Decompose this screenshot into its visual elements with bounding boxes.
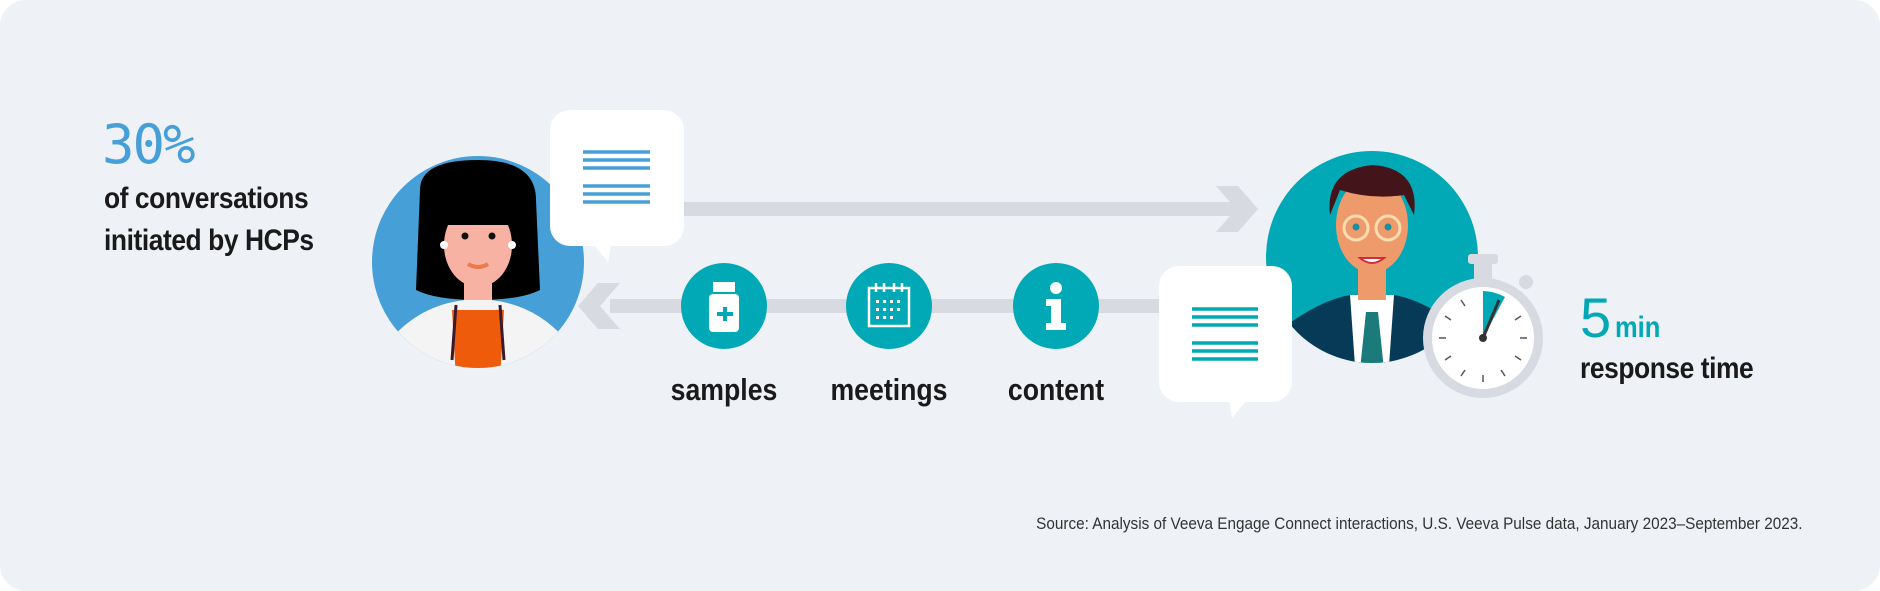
stopwatch-icon xyxy=(1423,254,1543,398)
calendar-icon xyxy=(867,283,911,328)
content-label: content xyxy=(1007,372,1105,407)
meetings-label: meetings xyxy=(830,372,948,407)
info-icon xyxy=(1046,282,1066,330)
response-time-number: 5 xyxy=(1580,286,1612,349)
response-time-label: response time xyxy=(1580,352,1754,385)
arrow-right-icon xyxy=(680,186,1258,232)
meetings-icon-circle xyxy=(846,263,932,349)
hcp-stat-line1: of conversations xyxy=(104,182,309,215)
hcp-initiated-percent: 30% xyxy=(102,113,196,176)
message-bubble-teal xyxy=(1159,266,1292,418)
source-note: Source: Analysis of Veeva Engage Connect… xyxy=(1035,514,1802,533)
hcp-stat-line2: initiated by HCPs xyxy=(104,224,314,257)
content-icon-circle xyxy=(1013,263,1099,349)
medicine-bottle-icon xyxy=(709,282,739,332)
response-time-unit: min xyxy=(1615,311,1661,344)
samples-icon-circle xyxy=(681,263,767,349)
message-bubble-blue xyxy=(550,110,684,262)
samples-label: samples xyxy=(670,372,778,407)
